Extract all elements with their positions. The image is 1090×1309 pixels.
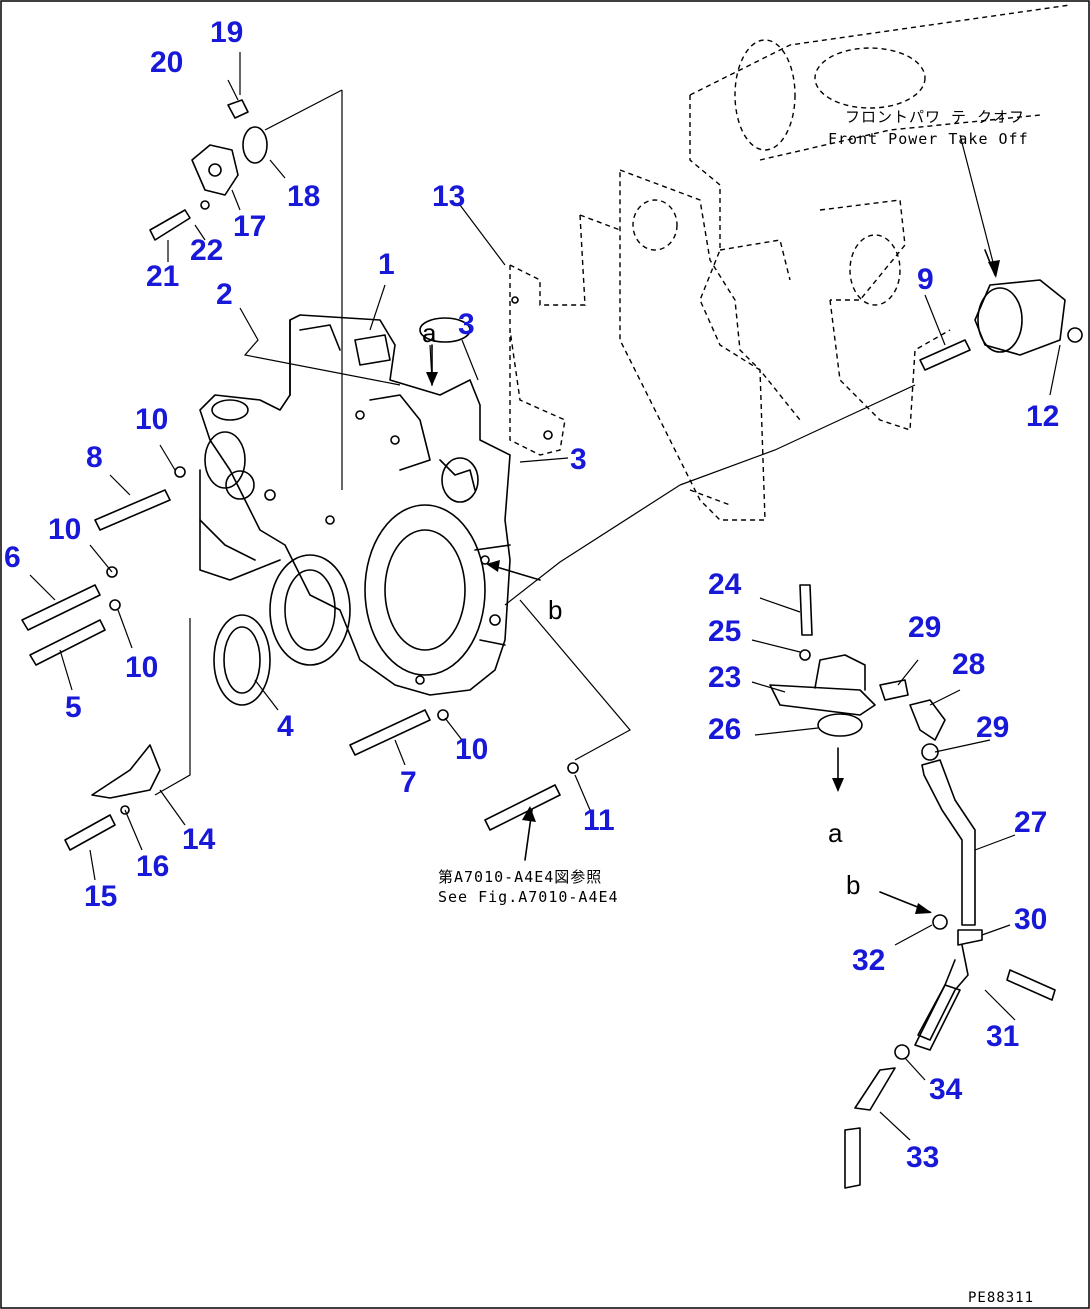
gasket-13 [509,214,621,456]
callout-11: 11 [583,804,615,837]
callout-2: 2 [216,278,233,311]
callout-9: 9 [917,263,934,296]
leader-lines [29,52,1061,1141]
callout-26: 26 [708,713,742,746]
callout-10-b: 10 [48,513,82,546]
drawing-code: PE88311 [968,1290,1035,1306]
breather-assembly [149,99,268,241]
callout-33: 33 [906,1141,940,1174]
pto-note-japanese: フロントパワ テ クオフ [845,108,1026,126]
callout-1: 1 [378,248,395,281]
hoses [844,699,983,1189]
callout-8: 8 [86,441,103,474]
callout-3-top: 3 [458,308,475,341]
callout-14: 14 [182,823,216,856]
callout-29-bottom: 29 [976,711,1010,744]
front-cover [199,314,511,696]
see-figure-english: See Fig.A7010-A4E4 [438,888,619,906]
callout-12: 12 [1026,400,1060,433]
callout-4: 4 [277,710,294,743]
engine-block [689,4,1071,431]
bolts [21,339,1056,1001]
ref-letter-b-left: b [548,595,563,625]
callout-5: 5 [65,691,82,724]
callout-13: 13 [432,180,466,213]
callout-17: 17 [233,210,267,243]
ref-letter-a-top: a [422,318,437,348]
callout-34: 34 [929,1073,963,1106]
rear-plate [619,168,766,521]
callout-10-a: 10 [135,403,169,436]
callout-3-right: 3 [570,443,587,476]
callout-29-top: 29 [908,611,942,644]
front-pto [974,279,1083,356]
callout-21: 21 [146,260,180,293]
callout-10-c: 10 [125,651,159,684]
callout-19: 19 [210,16,244,49]
callout-20: 20 [150,46,184,79]
reference-arrows [426,249,1000,914]
callout-25: 25 [708,615,742,648]
callout-23: 23 [708,661,742,694]
callout-32: 32 [852,944,886,977]
callout-28: 28 [952,648,986,681]
callout-18: 18 [287,180,321,213]
callout-30: 30 [1014,903,1048,936]
callout-7: 7 [400,766,417,799]
ref-letter-a-bottom: a [828,818,843,848]
callout-31: 31 [986,1020,1020,1053]
oil-seal-4 [213,614,271,706]
callout-15: 15 [84,880,118,913]
callout-27: 27 [1014,806,1048,839]
callout-10-d: 10 [455,733,489,766]
callout-22: 22 [190,234,224,267]
bracket-14 [91,744,161,799]
callout-16: 16 [136,850,170,883]
thermostat-housing [769,654,909,737]
callout-24: 24 [708,568,742,601]
callout-6: 6 [4,541,21,574]
pto-note-english: Front Power Take Off [828,130,1029,148]
ref-letter-b-right: b [846,870,861,900]
see-figure-japanese: 第A7010-A4E4図参照 [438,868,603,886]
